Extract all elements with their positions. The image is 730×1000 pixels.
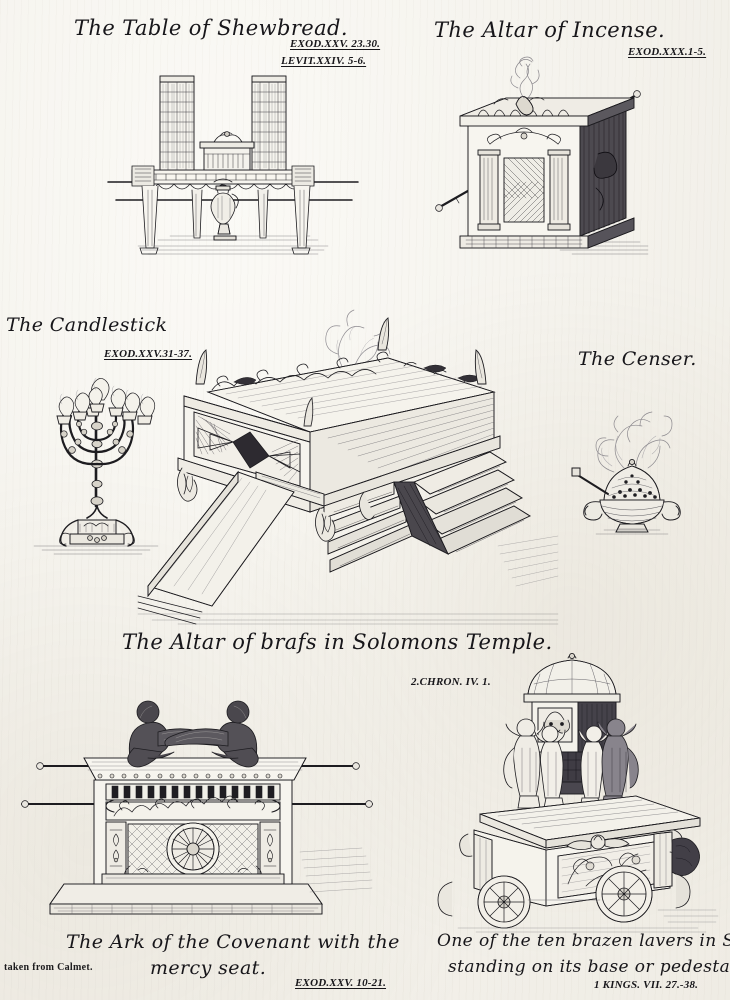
- figure-altar-of-brass: [137, 296, 559, 626]
- reference-brazen-altar-chronicles: 2.CHRON. IV. 1.: [411, 676, 491, 688]
- figure-candlestick: [14, 368, 184, 558]
- reference-ark-exodus: EXOD.XXV. 10-21.: [295, 977, 387, 989]
- figure-brazen-laver: [428, 648, 719, 933]
- figure-ark-of-the-covenant: [21, 688, 373, 928]
- reference-candlestick-exodus: EXOD.XXV.31-37.: [104, 348, 193, 360]
- reference-shewbread-exodus: EXOD.XXV. 23.30.: [290, 38, 381, 50]
- title-ark-line-2: mercy seat.: [150, 957, 267, 979]
- title-altar-of-incense: The Altar of Incense.: [434, 18, 666, 42]
- title-censer: The Censer.: [578, 348, 697, 370]
- reference-shewbread-leviticus: LEVIT.XXIV. 5-6.: [281, 55, 367, 67]
- title-ark-line-1: The Ark of the Covenant with the: [66, 931, 400, 953]
- figure-censer: [552, 396, 712, 536]
- title-altar-of-brass: The Altar of brafs in Solomons Temple.: [122, 630, 553, 654]
- reference-incense-exodus: EXOD.XXX.1-5.: [628, 46, 707, 58]
- plate-credit: taken from Calmet.: [4, 962, 93, 973]
- title-laver-line-2: standing on its base or pedestal.: [448, 957, 730, 977]
- title-table-of-shewbread: The Table of Shewbread.: [74, 16, 348, 40]
- figure-altar-of-incense: [432, 56, 662, 258]
- title-laver-line-1: One of the ten brazen lavers in Solomons…: [437, 931, 730, 951]
- figure-table-of-shewbread: [107, 70, 359, 260]
- reference-laver-kings: 1 KINGS. VII. 27.-38.: [594, 979, 699, 991]
- title-candlestick: The Candlestick: [6, 314, 168, 336]
